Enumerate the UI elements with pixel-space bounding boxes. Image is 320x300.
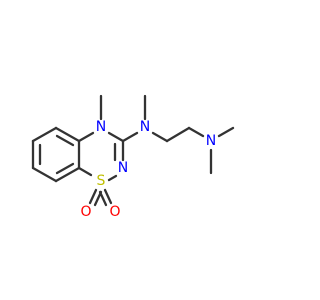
bond xyxy=(54,126,81,143)
atom-n-ring: N xyxy=(96,119,106,135)
bond xyxy=(55,134,75,147)
bond xyxy=(107,174,118,182)
bond xyxy=(187,126,205,138)
bond xyxy=(55,162,75,175)
bond xyxy=(31,166,58,183)
atom-n-amine: N xyxy=(140,119,150,135)
thiadiazine-ring xyxy=(77,131,125,182)
bond xyxy=(165,126,191,143)
bond xyxy=(103,188,113,205)
molecule-diagram: N N N N S O O xyxy=(31,94,235,220)
bond xyxy=(77,131,95,143)
bond xyxy=(107,131,125,143)
substituent-bonds xyxy=(99,94,235,175)
atom-o-right: O xyxy=(109,204,120,220)
bond xyxy=(88,188,98,205)
bond xyxy=(217,126,235,138)
atom-n-dimethyl: N xyxy=(206,133,216,149)
bond xyxy=(54,166,81,183)
bond xyxy=(77,166,93,177)
structure-drawing: N N N N S O O xyxy=(31,94,235,220)
atom-n-imine: N xyxy=(118,160,128,176)
bond xyxy=(121,131,139,143)
bond xyxy=(151,131,169,143)
bond xyxy=(31,126,58,143)
atom-s: S xyxy=(97,173,106,189)
sulfonyl-bonds xyxy=(88,188,113,207)
bond xyxy=(98,190,108,207)
benzene-ring xyxy=(31,126,81,183)
atom-o-left: O xyxy=(80,204,91,220)
